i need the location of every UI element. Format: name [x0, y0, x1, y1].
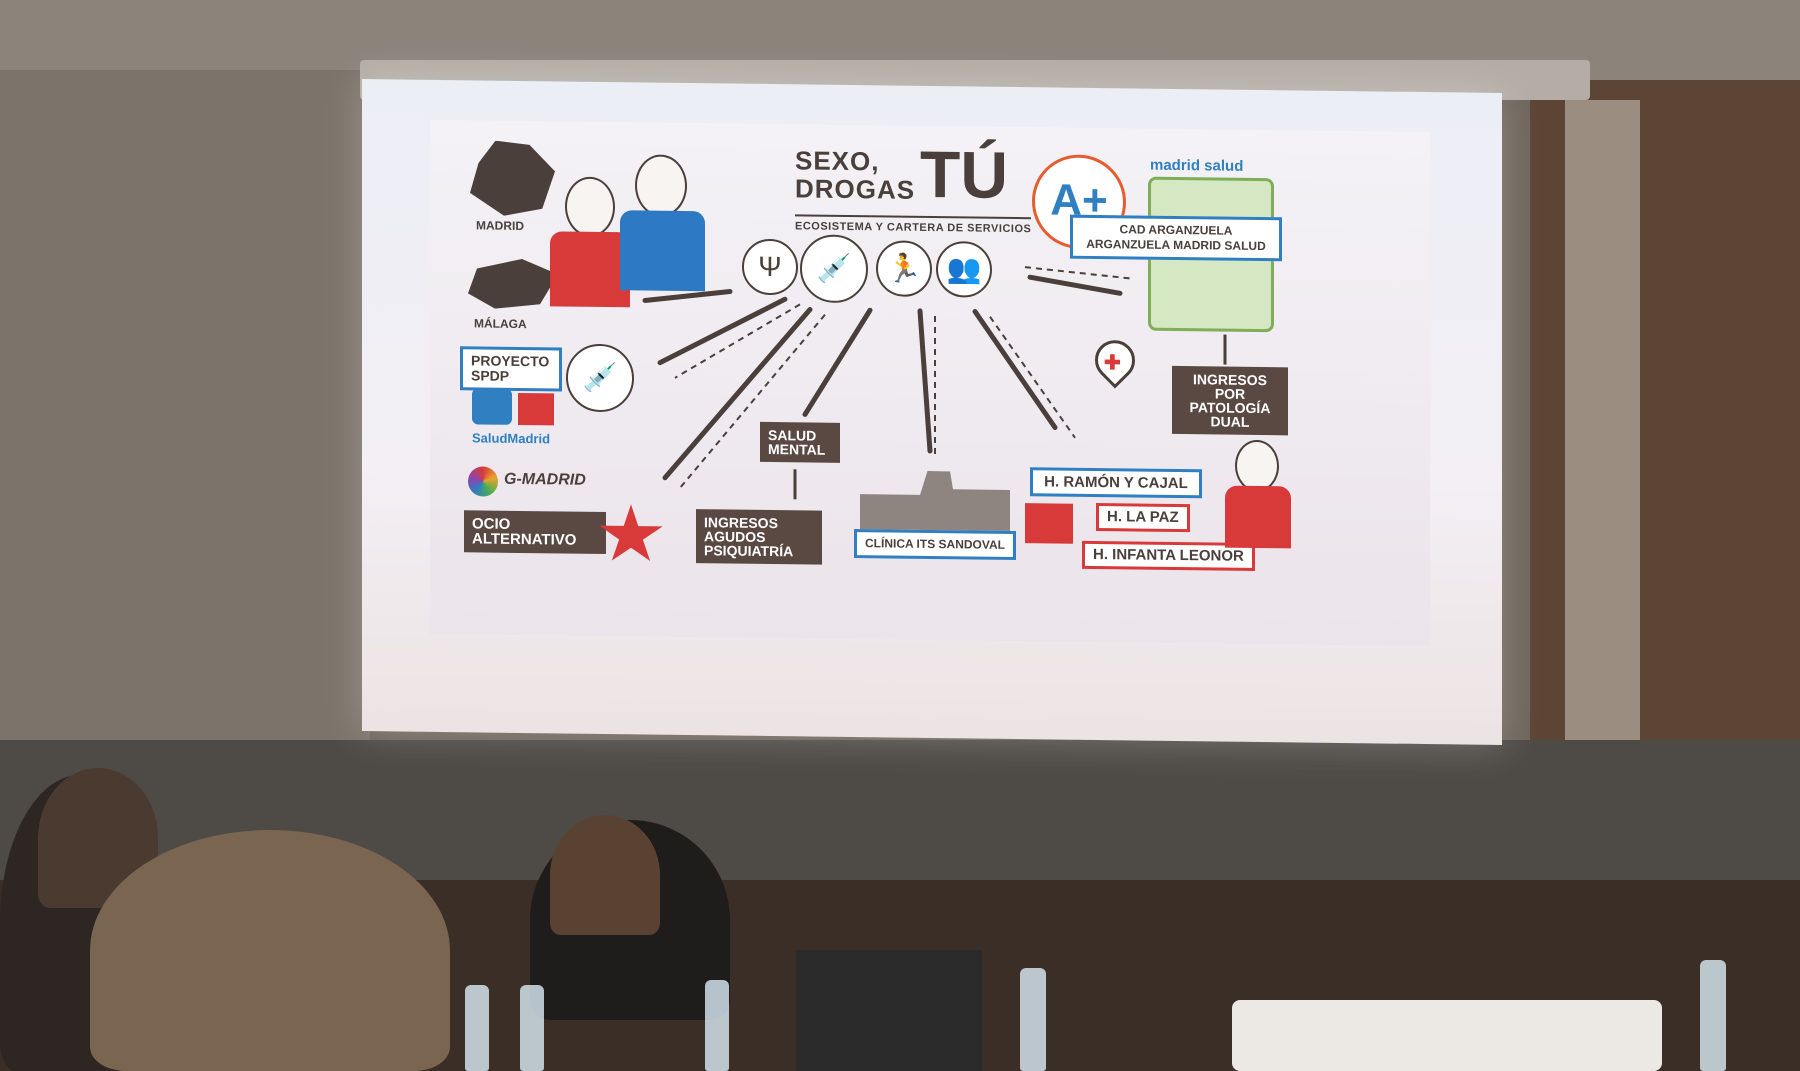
arrow-to-ocio	[662, 307, 813, 481]
proyecto-spdp-box: PROYECTO SPDP	[460, 346, 562, 392]
projection-screen: MADRID MÁLAGA SEXO, DROGAS TÚ ECOSISTEMA…	[362, 79, 1502, 745]
water-bottle	[465, 985, 489, 1071]
audience-head-foreground	[90, 830, 450, 1071]
g-madrid-mark	[468, 466, 498, 497]
water-bottle	[1700, 960, 1726, 1071]
connection-arrows	[642, 266, 1227, 500]
cad-box: CAD ARGANZUELA ARGANZUELA MADRID SALUD	[1070, 214, 1282, 262]
salud-madrid-logo-mark	[472, 388, 512, 425]
arrow-to-hospitals	[972, 309, 1058, 431]
left-wall	[0, 70, 370, 760]
arrow-people-to-icons	[642, 289, 733, 303]
clinica-its-box: CLÍNICA ITS SANDOVAL	[854, 529, 1016, 561]
dashed-ocio	[679, 314, 826, 489]
ocio-alternativo-box: OCIO ALTERNATIVO	[464, 510, 606, 555]
comunidad-madrid-flag-2	[1025, 503, 1073, 544]
arrow-to-spdp	[657, 296, 788, 366]
arrow-to-clinica	[917, 308, 933, 454]
water-bottle	[705, 980, 729, 1071]
salud-madrid-logo: SaludMadrid	[472, 430, 551, 447]
slide: MADRID MÁLAGA SEXO, DROGAS TÚ ECOSISTEMA…	[430, 119, 1430, 647]
arrow-to-cad	[1027, 274, 1123, 296]
laptop	[796, 950, 982, 1071]
g-madrid-logo: G-MADRID	[504, 470, 586, 489]
ingresos-dual-box: INGRESOS POR PATOLOGÍA DUAL	[1172, 365, 1288, 436]
syringe-small-icon: 💉	[566, 343, 634, 413]
dashed-spdp	[674, 303, 801, 379]
water-bottle	[520, 985, 544, 1071]
salud-mental-box: SALUD MENTAL	[760, 421, 840, 463]
red-cross-icon: ✚	[1104, 352, 1121, 375]
person-head-bottom-right	[1235, 439, 1279, 493]
projector	[1232, 1000, 1662, 1071]
comunidad-madrid-flag	[518, 392, 554, 426]
red-shirt-person-bottom	[1225, 485, 1291, 549]
madrid-salud-logo: madrid salud	[1150, 156, 1244, 175]
h-la-paz-box: H. LA PAZ	[1096, 503, 1190, 533]
speaker-head	[550, 815, 660, 935]
water-bottle	[1020, 968, 1046, 1071]
arrow-to-salud-mental	[802, 307, 873, 417]
h-ramon-cajal-box: H. RAMÓN Y CAJAL	[1030, 467, 1202, 499]
dashed-hospitals	[989, 316, 1076, 439]
ingresos-agudos-box: INGRESOS AGUDOS PSIQUIATRÍA	[696, 509, 822, 565]
